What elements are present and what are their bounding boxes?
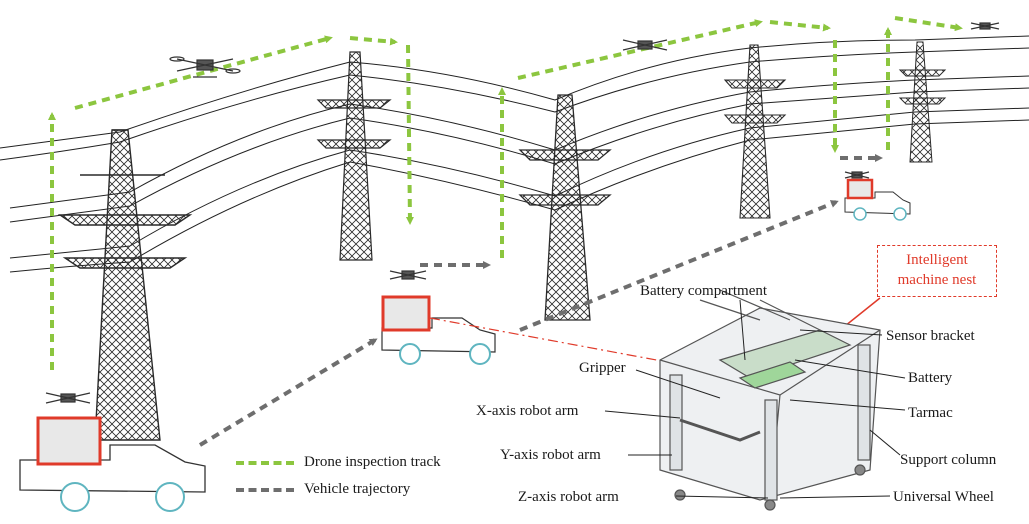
x-axis-robot-arm-label: X-axis robot arm xyxy=(476,403,579,419)
drone-track xyxy=(48,16,963,370)
sensor-bracket-label: Sensor bracket xyxy=(886,328,975,344)
tarmac-label: Tarmac xyxy=(908,405,953,421)
gripper-label: Gripper xyxy=(579,360,626,376)
legend-drone-label: Drone inspection track xyxy=(304,454,441,470)
nest-label-line2: machine nest xyxy=(897,272,977,288)
tower-2 xyxy=(316,51,392,261)
tower-4 xyxy=(723,44,787,219)
tower-3 xyxy=(518,94,612,321)
legend-drone-track: Drone inspection track xyxy=(236,454,441,471)
tower-5 xyxy=(898,41,947,163)
universal-wheel-label: Universal Wheel xyxy=(893,489,994,505)
power-lines xyxy=(0,35,1029,273)
intelligent-machine-nest-label: Intelligent machine nest xyxy=(877,245,997,297)
battery-label: Battery xyxy=(908,370,953,386)
z-axis-robot-arm-label: Z-axis robot arm xyxy=(518,489,619,505)
legend-vehicle-label: Vehicle trajectory xyxy=(304,481,411,497)
truck-2 xyxy=(381,295,496,365)
tower-1 xyxy=(57,129,193,441)
nest-callout-line xyxy=(429,317,776,383)
legend-vehicle-trajectory: Vehicle trajectory xyxy=(236,481,410,498)
support-column-label: Support column xyxy=(900,452,997,468)
truck-3 xyxy=(844,178,911,221)
battery-compartment-label: Battery compartment xyxy=(640,283,768,299)
nest-label-line1: Intelligent xyxy=(906,252,968,268)
drone-icon xyxy=(45,22,1000,404)
legend-vehicle-line xyxy=(236,487,294,492)
vehicle-trajectory xyxy=(198,154,883,447)
truck-1 xyxy=(19,416,206,512)
legend-drone-line xyxy=(236,460,294,465)
machine-nest-model xyxy=(659,289,881,511)
y-axis-robot-arm-label: Y-axis robot arm xyxy=(500,447,601,463)
leader-lines xyxy=(604,299,906,499)
